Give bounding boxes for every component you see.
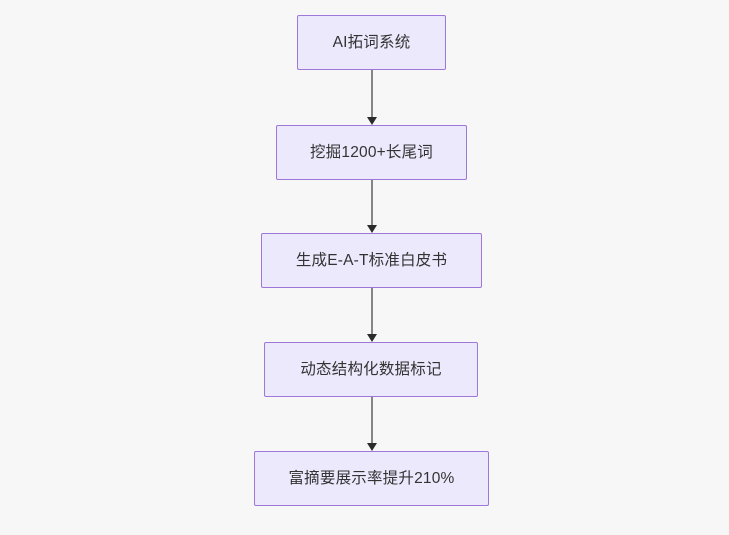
flow-node-label: AI拓词系统	[332, 33, 411, 51]
connector-line	[371, 288, 373, 335]
connector-line	[371, 397, 373, 444]
arrowhead-icon	[367, 334, 377, 342]
flow-connector-1	[367, 70, 377, 125]
arrowhead-icon	[367, 117, 377, 125]
flow-node-label: 动态结构化数据标记	[300, 360, 442, 378]
flow-node-label: 挖掘1200+长尾词	[309, 143, 434, 161]
connector-line	[371, 70, 373, 118]
flow-node-1[interactable]: AI拓词系统	[297, 15, 446, 70]
flow-connector-2	[367, 180, 377, 233]
connector-line	[371, 180, 373, 226]
flow-node-3[interactable]: 生成E-A-T标准白皮书	[261, 233, 482, 288]
flow-node-5[interactable]: 富摘要展示率提升210%	[254, 451, 489, 506]
flow-node-2[interactable]: 挖掘1200+长尾词	[276, 125, 467, 180]
flow-connector-3	[367, 288, 377, 342]
flow-connector-4	[367, 397, 377, 451]
flow-node-4[interactable]: 动态结构化数据标记	[264, 342, 478, 397]
flow-node-label: 富摘要展示率提升210%	[288, 469, 455, 487]
flow-node-label: 生成E-A-T标准白皮书	[295, 251, 448, 269]
arrowhead-icon	[367, 443, 377, 451]
arrowhead-icon	[367, 225, 377, 233]
